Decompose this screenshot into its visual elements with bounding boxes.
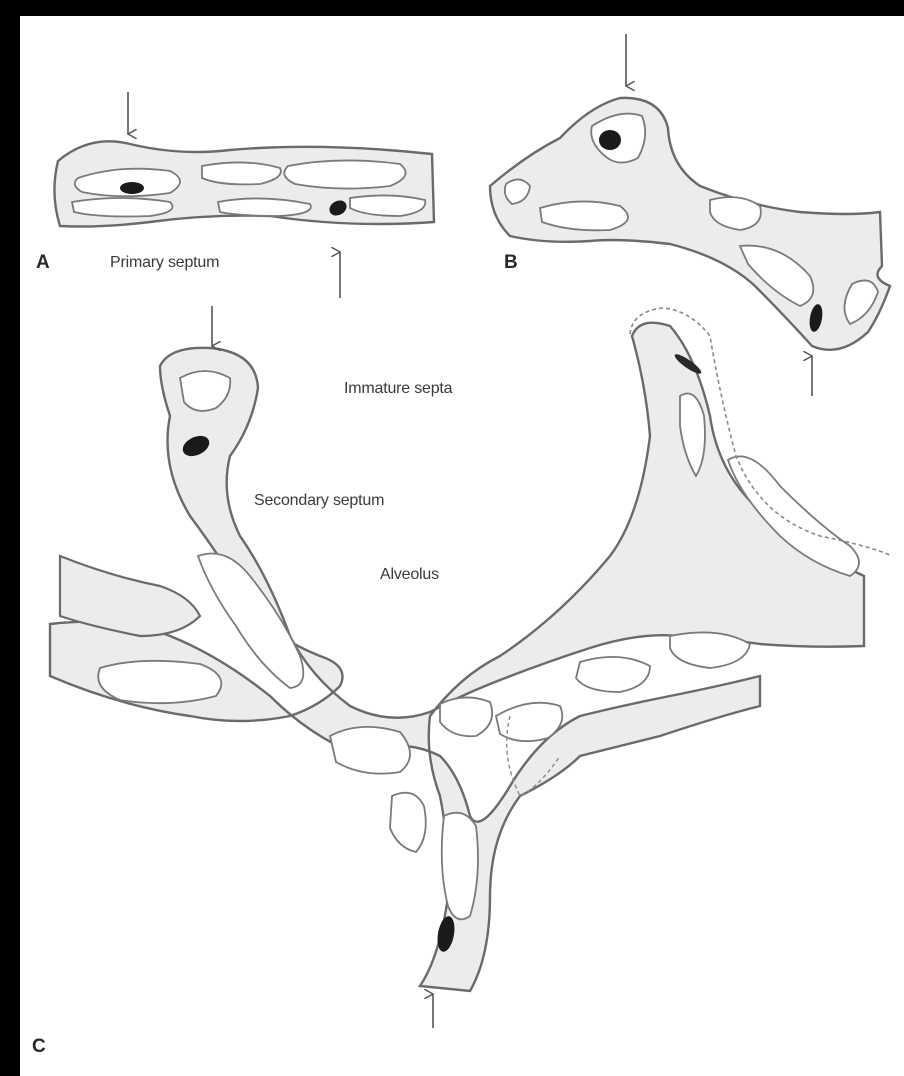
- capillary-lumen: [98, 661, 221, 703]
- capillary-lumen: [440, 697, 492, 736]
- panel-label-b: B: [504, 252, 518, 274]
- capillary-lumen: [390, 793, 426, 852]
- panel-label-a: A: [36, 252, 50, 274]
- septation-diagram: [20, 16, 904, 1076]
- capillary-lumen: [496, 703, 562, 742]
- capillary-lumen: [540, 201, 628, 230]
- capillary-lumen: [330, 727, 410, 774]
- capillary-lumen: [202, 162, 281, 184]
- label-alveolus: Alveolus: [380, 566, 439, 584]
- figure-panel: A Primary septum B Immature septa Second…: [20, 16, 904, 1076]
- immature-septum-top-drawing: [490, 34, 890, 396]
- capillary-lumen: [218, 198, 311, 216]
- capillary-lumen: [72, 198, 173, 217]
- secondary-septation-drawing: [50, 306, 892, 1028]
- label-immature-septa: Immature septa: [344, 380, 452, 398]
- capillary-lumen: [284, 160, 405, 188]
- capillary-lumen: [576, 657, 650, 692]
- panel-label-c: C: [32, 1036, 46, 1058]
- label-secondary-septum: Secondary septum: [254, 492, 384, 510]
- capillary-lumen: [350, 195, 425, 216]
- label-primary-septum: Primary septum: [110, 254, 219, 272]
- nucleus: [599, 130, 621, 150]
- nucleus: [120, 182, 144, 194]
- capillary-lumen: [442, 813, 478, 920]
- capillary-lumen: [670, 632, 750, 668]
